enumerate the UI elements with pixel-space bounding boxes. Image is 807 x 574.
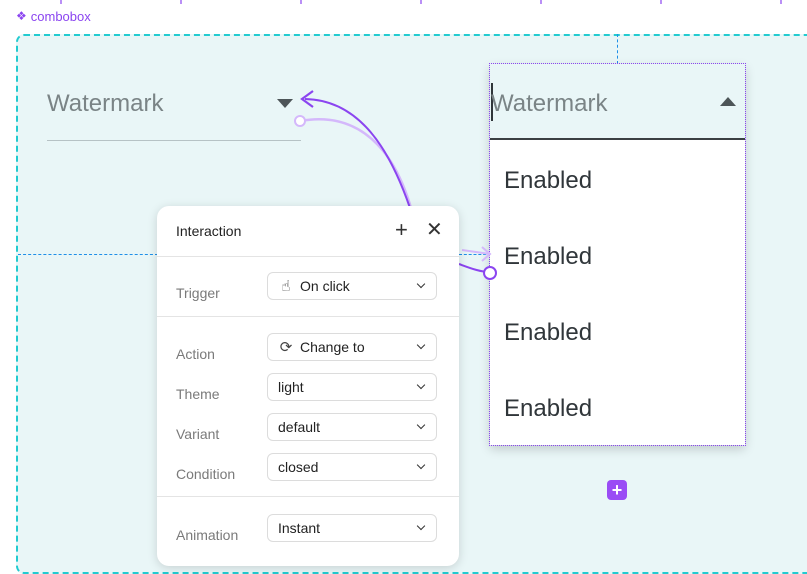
- animation-value: Instant: [278, 520, 321, 536]
- variant-select[interactable]: default: [267, 413, 437, 441]
- combobox-closed-placeholder: Watermark: [47, 90, 164, 117]
- trigger-label: Trigger: [176, 285, 220, 301]
- theme-select[interactable]: light: [267, 373, 437, 401]
- chevron-down-icon: [416, 279, 426, 289]
- chevron-down-icon: [416, 420, 426, 430]
- variant-value: default: [278, 419, 321, 435]
- interaction-panel-header: Interaction + ✕: [157, 206, 459, 257]
- action-label: Action: [176, 346, 215, 362]
- combobox-open-placeholder: Watermark: [491, 90, 608, 117]
- animation-select[interactable]: Instant: [267, 514, 437, 542]
- variant-label: Variant: [176, 426, 220, 442]
- section-divider: [157, 496, 459, 497]
- alignment-guide-vertical: [617, 34, 618, 64]
- theme-row: Theme light: [157, 373, 459, 413]
- trigger-row: Trigger ☝ On click: [157, 272, 459, 312]
- action-value: Change to: [300, 339, 365, 355]
- refresh-icon: ⟳: [279, 339, 293, 356]
- theme-value: light: [278, 379, 304, 395]
- alignment-guide-horizontal: [18, 254, 158, 255]
- dropdown-option[interactable]: Enabled: [504, 319, 593, 346]
- interaction-panel: Interaction + ✕ Trigger ☝ On click Actio…: [157, 206, 459, 566]
- plus-icon[interactable]: +: [395, 217, 408, 242]
- triangle-down-icon[interactable]: [277, 99, 293, 108]
- panel-title: Interaction: [176, 223, 242, 239]
- variant-row: Variant default: [157, 413, 459, 453]
- condition-value: closed: [278, 459, 319, 475]
- trigger-value: On click: [300, 278, 350, 294]
- combobox-open-field[interactable]: Watermark: [490, 64, 745, 140]
- animation-label: Animation: [176, 527, 239, 543]
- close-icon[interactable]: ✕: [426, 219, 443, 241]
- chevron-down-icon: [416, 521, 426, 531]
- condition-select[interactable]: closed: [267, 453, 437, 481]
- cursor-click-icon: ☝: [281, 278, 291, 295]
- triangle-up-icon[interactable]: [720, 97, 736, 106]
- component-icon: ❖: [16, 9, 27, 23]
- theme-label: Theme: [176, 386, 220, 402]
- alignment-guide-horizontal-right: [459, 254, 491, 255]
- component-label[interactable]: ❖ combobox: [16, 8, 91, 24]
- dropdown-option[interactable]: Enabled: [504, 395, 593, 422]
- chevron-down-icon: [416, 340, 426, 350]
- action-row: Action ⟳ Change to: [157, 333, 459, 373]
- component-name: combobox: [30, 8, 91, 24]
- section-divider: [157, 316, 459, 317]
- trigger-select[interactable]: ☝ On click: [267, 272, 437, 300]
- animation-row: Animation Instant: [157, 514, 459, 554]
- combobox-closed[interactable]: Watermark: [47, 80, 301, 141]
- dropdown-option[interactable]: Enabled: [504, 243, 593, 270]
- dropdown-option[interactable]: Enabled: [504, 167, 593, 194]
- combobox-open[interactable]: Watermark Enabled Enabled Enabled Enable…: [489, 63, 746, 446]
- top-guide-line: [0, 0, 807, 4]
- action-select[interactable]: ⟳ Change to: [267, 333, 437, 361]
- text-caret: [491, 83, 493, 121]
- chevron-down-icon: [416, 380, 426, 390]
- condition-label: Condition: [176, 466, 236, 482]
- add-variant-button[interactable]: +: [607, 480, 627, 500]
- chevron-down-icon: [416, 460, 426, 470]
- condition-row: Condition closed: [157, 453, 459, 493]
